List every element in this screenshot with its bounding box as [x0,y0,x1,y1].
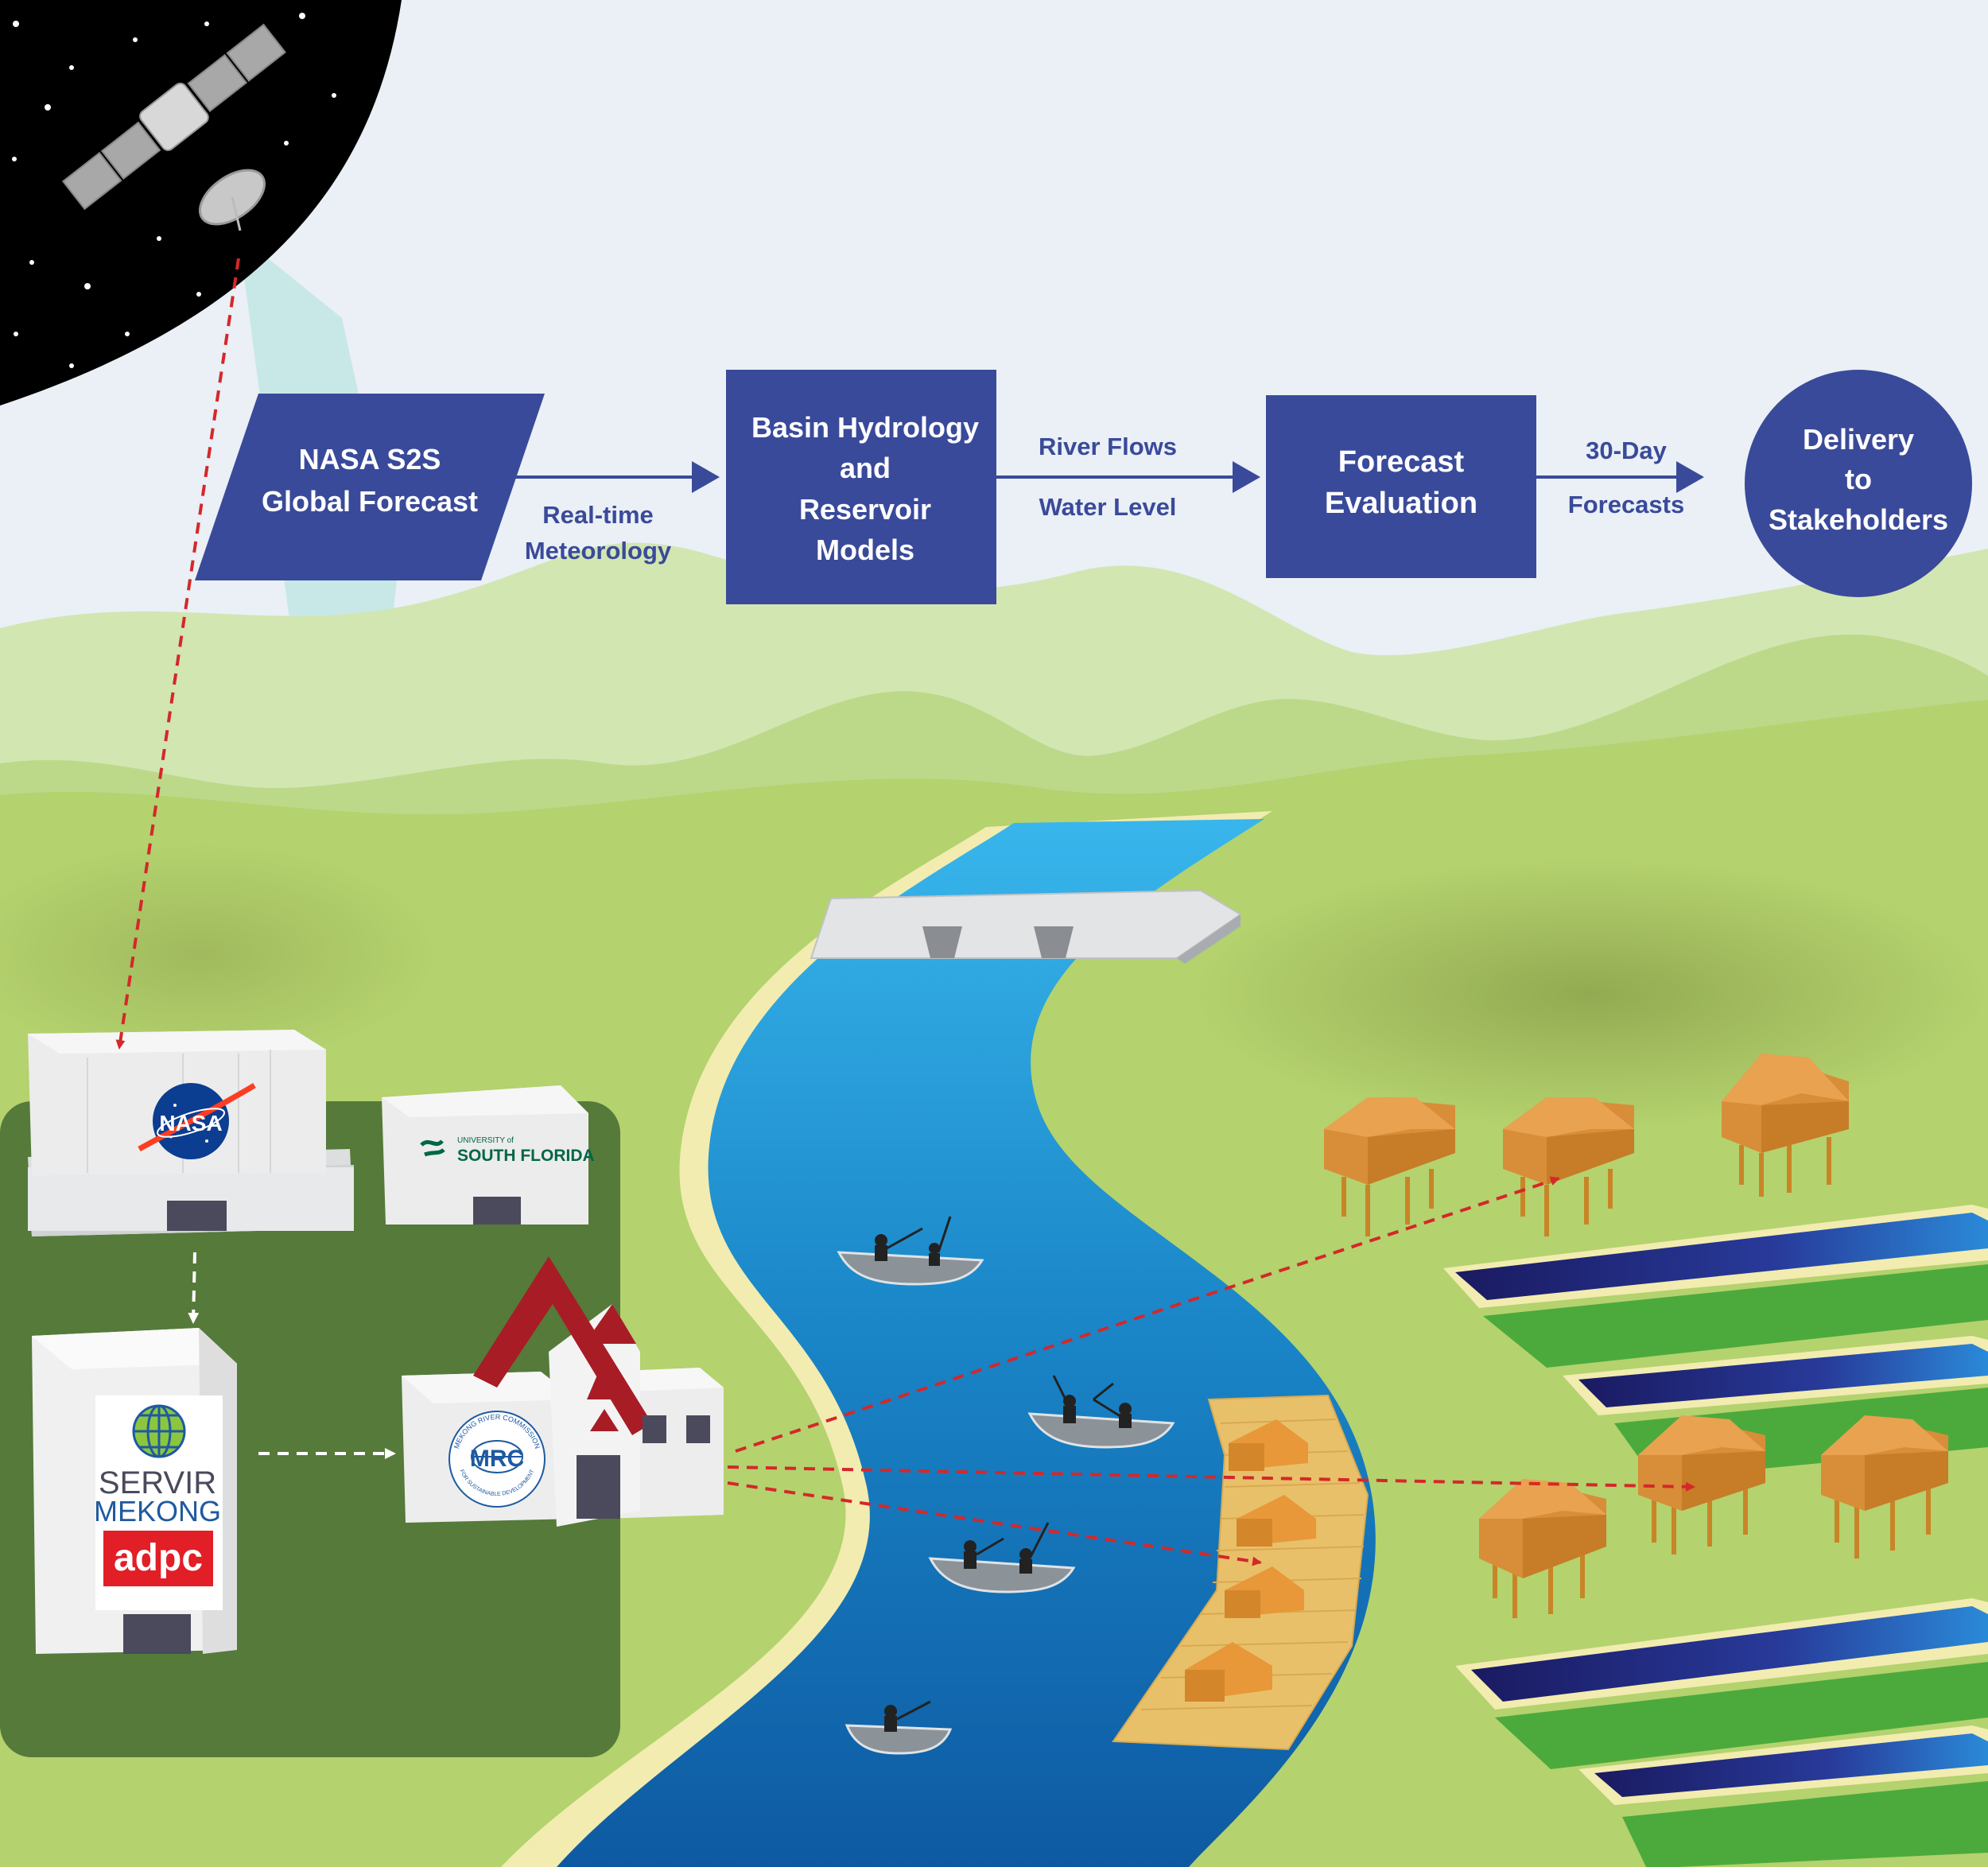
dam [810,889,1242,964]
adpc-logo-box [103,1531,213,1586]
servir-building: SERVIR MEKONG adpc [32,1328,237,1654]
edge-30-day-arrowhead [1676,461,1704,493]
stilt-house-6 [1821,1415,1948,1558]
servir-logo-line1: SERVIR [99,1465,216,1500]
boat-2 [1027,1375,1175,1449]
node-delivery-line1: Delivery [1803,423,1914,456]
rice-paddies-lower [1455,1598,1988,1867]
edge-30-day-line2: Forecasts [1568,491,1684,518]
node-nasa-s2s [195,394,545,580]
node-forecast-evaluation [1266,395,1536,578]
ground-shadow [1193,859,1988,1129]
satellite-icon [61,23,286,231]
stilt-house-5 [1638,1415,1765,1555]
ground-shadow-left [0,843,437,1065]
node-nasa-s2s-line1: NASA S2S [299,443,441,475]
usf-building: UNIVERSITY of SOUTH FLORIDA [382,1085,595,1225]
edge-river-flows-line2: Water Level [1039,493,1177,521]
node-delivery-line3: Stakeholders [1769,503,1948,536]
node-nasa-s2s-line2: Global Forecast [262,485,478,518]
node-delivery-line2: to [1845,463,1872,495]
dock-hut-1 [1229,1419,1308,1471]
nasa-logo: NASA [138,1082,256,1159]
dock-hut-2 [1237,1495,1316,1547]
adpc-logo-text: adpc [114,1537,203,1579]
forecast-flowchart: NASA S2S Global Forecast Real-time Meteo… [195,370,1972,604]
mrc-logo-text: MRC [470,1446,524,1472]
mrc-to-floating-market-arrow [727,1481,1262,1566]
mrc-to-stilt-village-arrow [735,1176,1560,1453]
stilt-house-1 [1324,1097,1455,1236]
edge-river-flows-arrowhead [1233,461,1260,493]
node-basin-hydrology-line3: Reservoir [799,493,931,526]
edge-meteorology-arrowhead [692,461,720,493]
floating-dock [1112,1394,1369,1751]
node-basin-hydrology-line1: Basin Hydrology [751,411,979,444]
nasa-building: NASA [28,1030,354,1236]
river [501,811,1376,1867]
edge-30-day-line1: 30-Day [1586,437,1667,464]
usf-logo-line2: SOUTH FLORIDA [457,1147,595,1165]
node-delivery [1745,370,1972,597]
mrc-logo: MRC MEKONG RIVER COMMISSION FOR SUSTAINA… [448,1411,546,1508]
stilt-house-3 [1722,1054,1849,1197]
boat-4 [845,1700,953,1755]
boat-3 [928,1522,1076,1593]
edge-river-flows-line1: River Flows [1039,433,1177,460]
servir-globe-icon [132,1404,186,1458]
edge-meteorology-line1: Real-time [542,501,654,529]
nasa-to-servir-arrow [188,1252,200,1324]
node-basin-hydrology [726,370,996,604]
edge-meteorology-line2: Meteorology [525,537,672,565]
node-basin-hydrology-line2: and [840,452,891,484]
nasa-logo-text: NASA [159,1111,222,1135]
node-forecast-evaluation-line1: Forecast [1338,445,1465,479]
dock-hut-3 [1225,1566,1304,1618]
mrc-to-lower-village-arrow [727,1465,1695,1492]
mrc-building: MRC MEKONG RIVER COMMISSION FOR SUSTAINA… [402,1256,724,1527]
node-forecast-evaluation-line2: Evaluation [1325,487,1477,520]
boat-1 [837,1216,984,1286]
usf-logo-line1: UNIVERSITY of [457,1136,514,1145]
stilt-house-2 [1503,1097,1634,1236]
node-basin-hydrology-line4: Models [816,534,914,566]
servir-logo-line2: MEKONG [94,1495,221,1527]
stilt-house-4 [1479,1479,1606,1618]
usf-logo: UNIVERSITY of SOUTH FLORIDA [420,1136,595,1165]
dock-hut-4 [1185,1642,1272,1702]
